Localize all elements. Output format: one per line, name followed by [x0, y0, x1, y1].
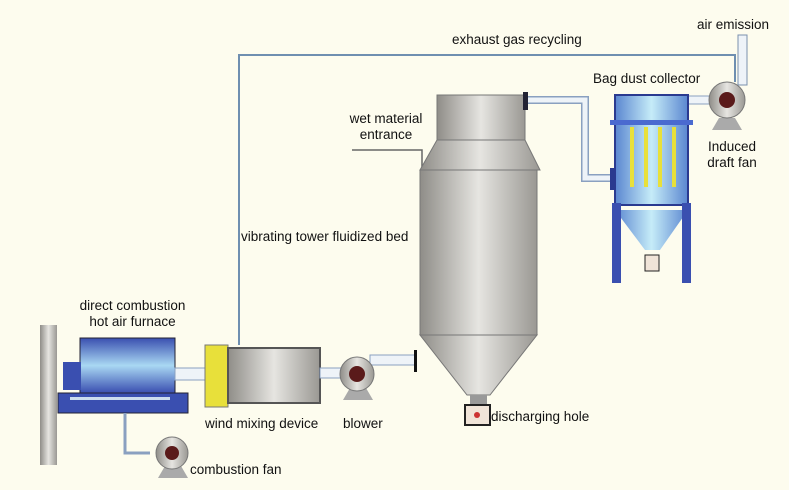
hot-air-furnace	[40, 325, 189, 465]
label-combustion-fan: combustion fan	[190, 462, 282, 477]
combustion-fan	[155, 436, 189, 478]
label-line: Induced	[707, 139, 757, 154]
label-vibrating-tower: vibrating tower fluidized bed	[241, 229, 409, 244]
label-bag-dust-collector: Bag dust collector	[593, 71, 701, 86]
label-line: entrance	[359, 127, 413, 142]
bag-dust-collector	[610, 94, 693, 283]
induced-draft-fan	[708, 81, 746, 130]
label-line: draft fan	[707, 155, 757, 170]
label-wind-mixing-device: wind mixing device	[205, 416, 319, 431]
fluidized-bed-tower	[418, 92, 541, 426]
label-line: direct combustion	[79, 298, 186, 313]
air-emission-stack	[737, 34, 748, 86]
wet-material-pipe	[352, 149, 423, 170]
label-exhaust-gas-recycling: exhaust gas recycling	[452, 32, 582, 47]
label-blower: blower	[343, 416, 383, 431]
label-air-emission: air emission	[697, 17, 770, 32]
exhaust-recycling-pipe	[238, 54, 736, 345]
label-discharging-hole: discharging hole	[491, 409, 590, 424]
wind-mixing-device	[204, 344, 321, 408]
blower-fan	[339, 356, 375, 400]
label-line: hot air furnace	[89, 314, 176, 329]
label-line: wet material	[349, 111, 423, 126]
